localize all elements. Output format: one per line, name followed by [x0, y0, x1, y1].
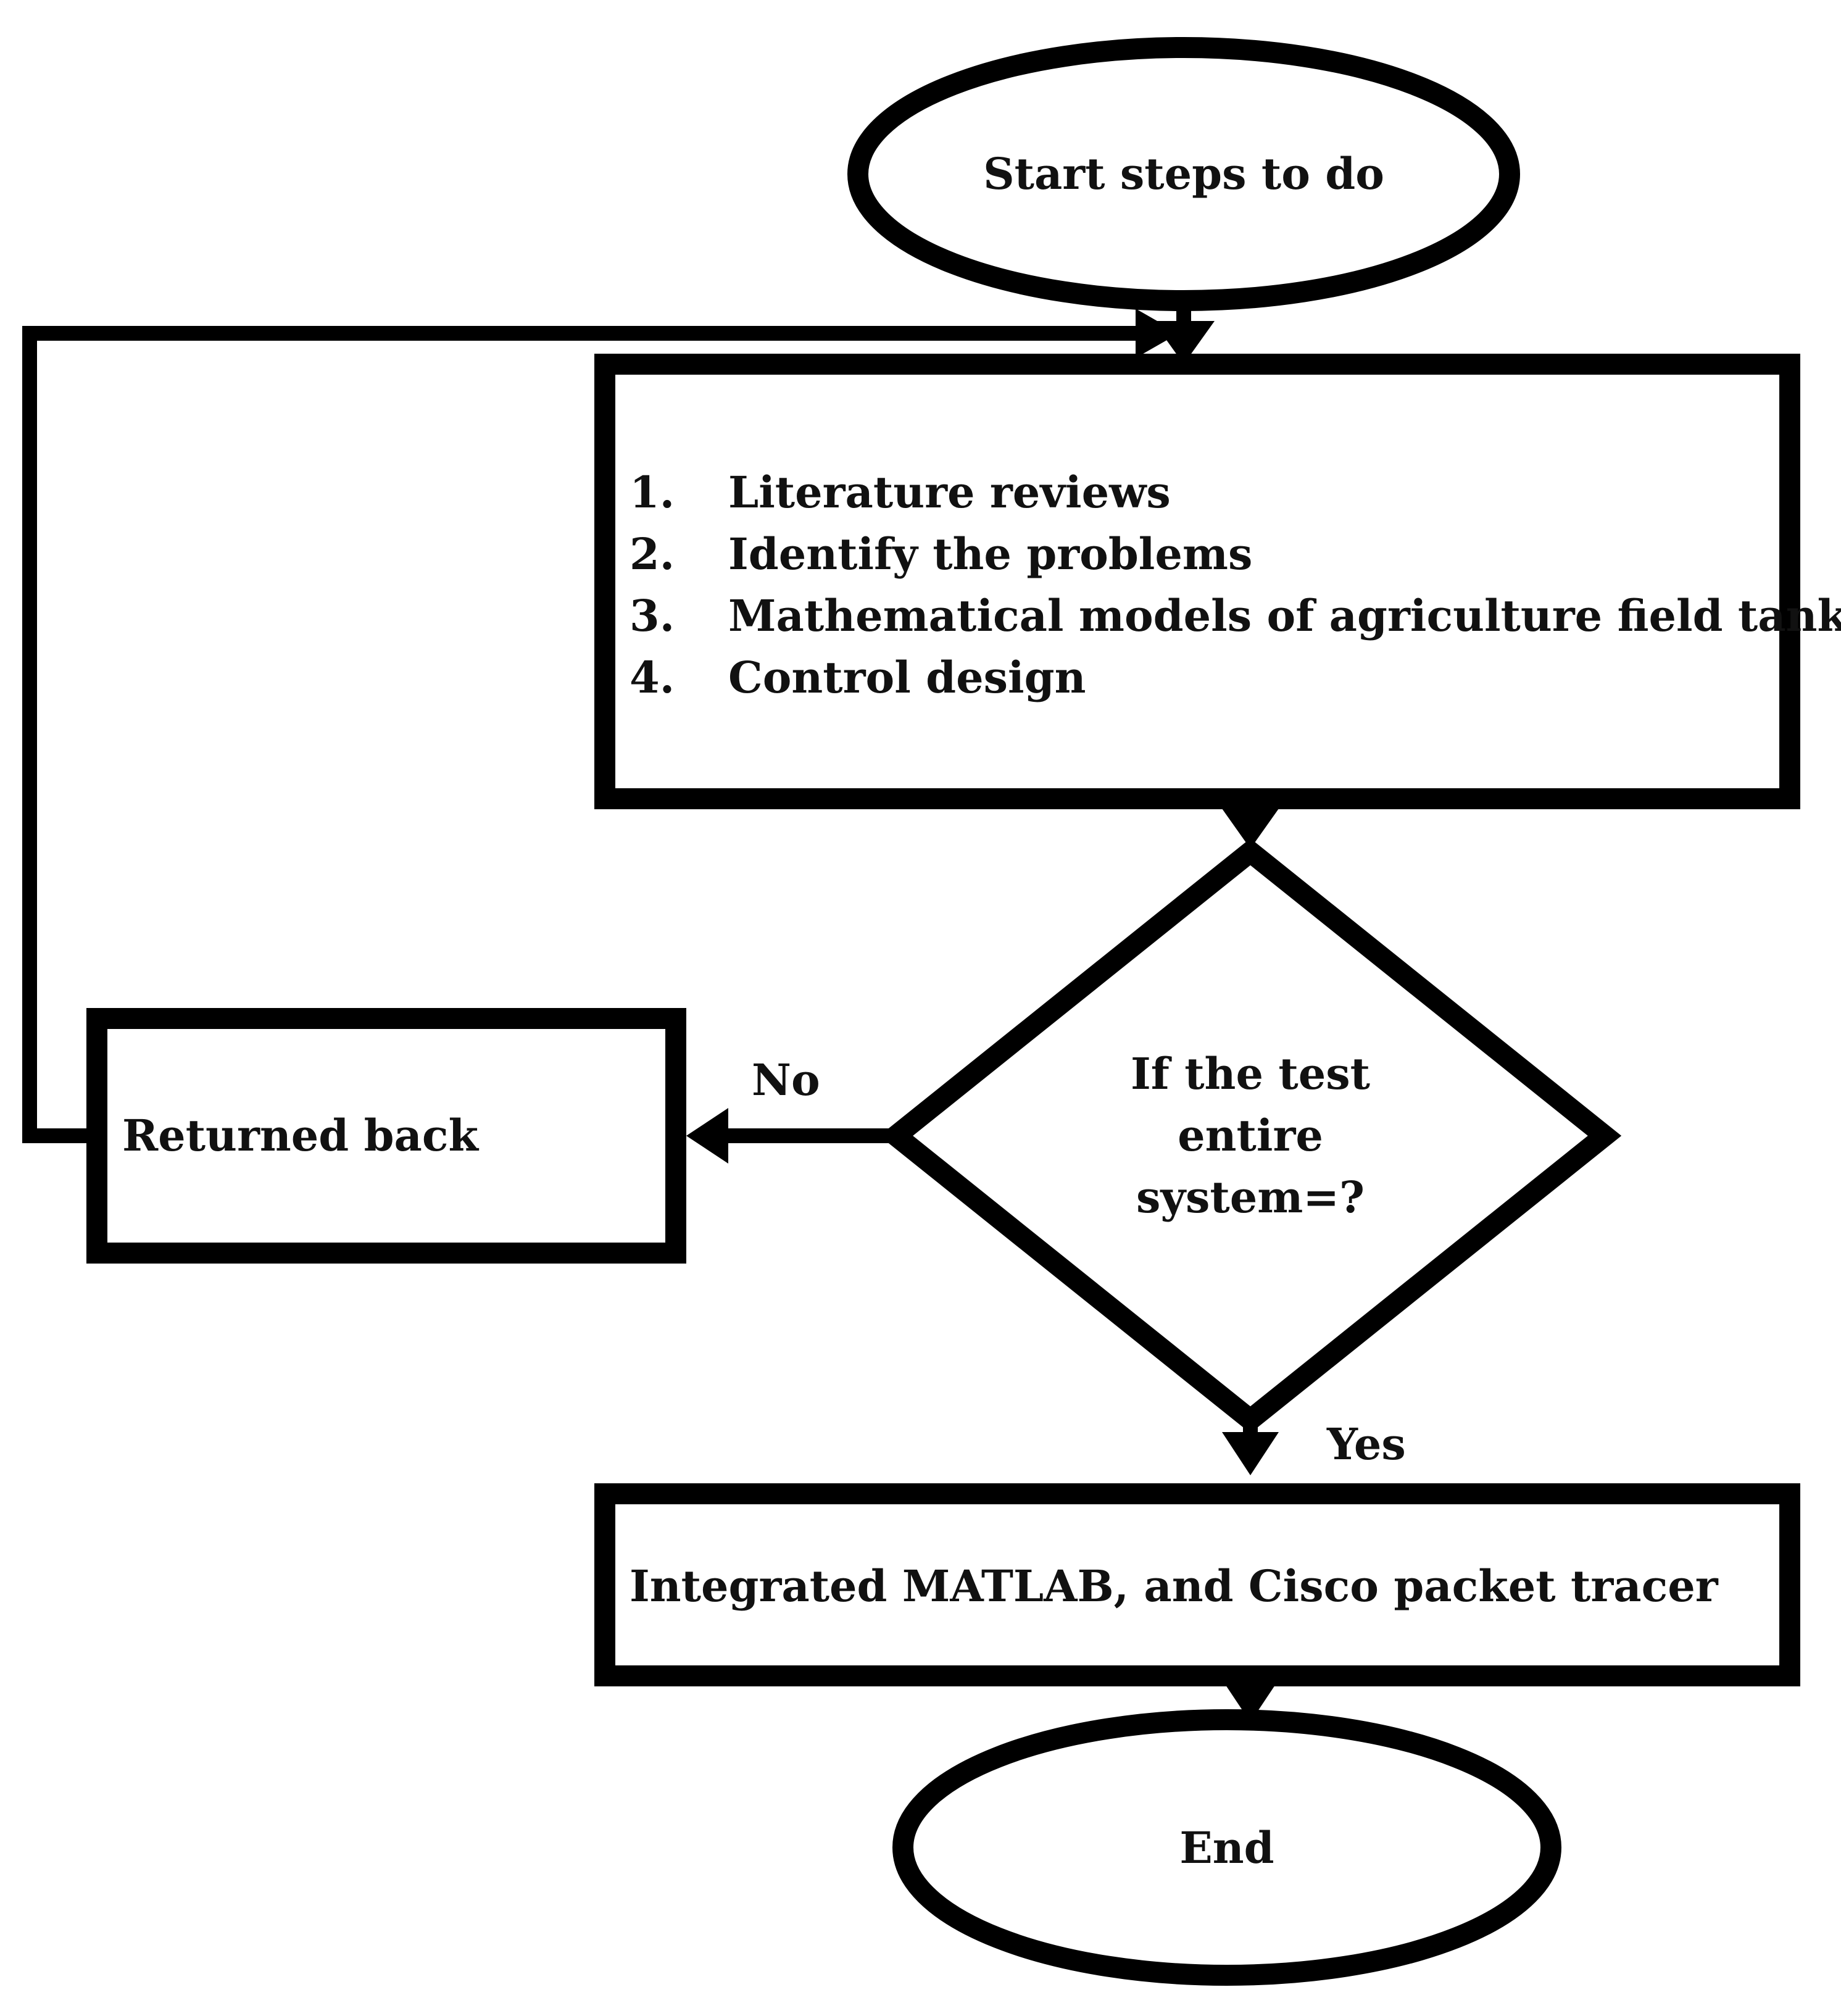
step-item: 1. Literature reviews	[630, 462, 1841, 523]
step-number: 1.	[630, 467, 675, 518]
step-number: 3.	[630, 590, 675, 641]
integrated-label: Integrated MATLAB, and Cisco packet trac…	[630, 1560, 1718, 1612]
connector-loop-back	[22, 326, 1148, 1143]
yes-edge-label: Yes	[1327, 1418, 1406, 1470]
arrowhead-no-branch	[686, 1108, 728, 1164]
integrated-process-box	[594, 1483, 1800, 1686]
arrowhead-decision-top	[1222, 809, 1279, 849]
decision-line-1: If the test	[1131, 1048, 1370, 1099]
arrowhead-end-top	[1226, 1685, 1275, 1722]
returned-back-box	[86, 1008, 686, 1264]
step-item: 4. Control design	[630, 647, 1841, 709]
end-label: End	[1179, 1822, 1274, 1873]
arrowhead-loop-back	[1136, 309, 1179, 358]
end-terminal	[892, 1709, 1561, 1986]
step-label: Control design	[728, 652, 1086, 703]
arrowhead-yes-branch	[1222, 1432, 1279, 1475]
step-label: Mathematical models of agriculture field…	[728, 590, 1841, 641]
step-item: 3. Mathematical models of agriculture fi…	[630, 585, 1841, 647]
step-label: Literature reviews	[728, 467, 1171, 518]
step-item: 2. Identify the problems	[630, 523, 1841, 585]
decision-line-2: entire	[1178, 1110, 1323, 1161]
no-edge-label: No	[752, 1054, 820, 1106]
step-number: 2.	[630, 528, 675, 580]
decision-line-3: system=?	[1136, 1172, 1365, 1223]
returned-back-label: Returned back	[122, 1110, 478, 1161]
step-label: Identify the problems	[728, 528, 1253, 580]
step-number: 4.	[630, 652, 675, 703]
steps-list: 1. Literature reviews 2. Identify the pr…	[630, 462, 1841, 709]
steps-process-box	[594, 354, 1800, 809]
start-label: Start steps to do	[983, 148, 1384, 199]
